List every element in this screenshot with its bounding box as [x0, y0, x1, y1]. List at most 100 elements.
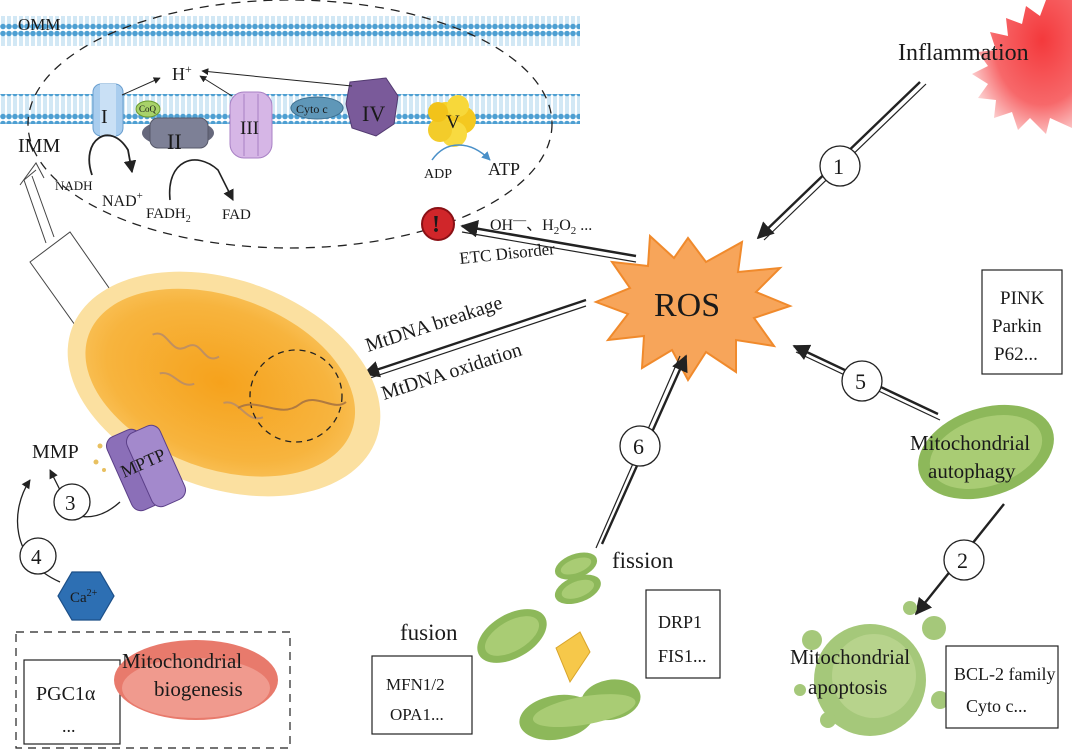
cyto-c-blob [290, 96, 344, 120]
fadh-arrow [168, 159, 234, 202]
arrow-ros-to-etc [460, 220, 637, 263]
arrow-complex4-proton [201, 68, 353, 87]
imm-label: IMM [18, 135, 60, 157]
coq-blob [135, 100, 161, 118]
pink-box [981, 269, 1063, 375]
autophagy-mito [918, 404, 1054, 500]
nadh-label: NADH [55, 178, 93, 193]
step-5-label: 5 [855, 369, 866, 394]
step-2-circle [943, 539, 985, 581]
apoptosis-title-1: Mitochondrial [790, 645, 910, 669]
apoptosis-title-2: apoptosis [808, 675, 887, 699]
omm-label: OMM [18, 15, 61, 34]
ros-species-label: OH—、H2O2 ... [490, 212, 592, 237]
mmp-dot-3 [102, 468, 106, 472]
arrow-calcium-mmp [16, 479, 61, 583]
calcium-hexagon [57, 571, 115, 621]
complex-5-label: V [446, 112, 460, 133]
bcl2-line1: BCL-2 family [954, 664, 1056, 684]
complex-5 [428, 95, 476, 147]
arrow-complex1-proton [121, 77, 161, 96]
step-4-label: 4 [31, 545, 42, 569]
complex-2-label: II [167, 129, 182, 154]
pink-line3: P62... [994, 344, 1038, 365]
atp-label: ATP [488, 159, 520, 179]
step-3-circle [53, 483, 91, 521]
etc-disorder-label: ETC Disorder [458, 239, 556, 268]
fusion-label: fusion [400, 620, 458, 645]
fusion-mito-2 [519, 679, 641, 741]
pgc1a-line2: ... [62, 716, 76, 736]
arrow-complex3-proton [199, 75, 233, 97]
complex-4 [345, 77, 399, 137]
autophagy-title-1: Mitochondrial [910, 431, 1030, 455]
zoom-ellipse [27, 0, 553, 249]
step-3-label: 3 [65, 491, 76, 515]
warning-icon [421, 207, 455, 241]
step-5-circle [841, 360, 883, 402]
inflammation-burst [972, 0, 1072, 134]
mtdna-strand [237, 399, 347, 411]
fission-label: fission [612, 548, 674, 573]
fusion-mito-1 [477, 609, 547, 663]
mmp-label: MMP [32, 441, 79, 463]
proton-label: H+ [172, 62, 192, 84]
adp-atp-arrow [431, 144, 491, 161]
biogenesis-title-2: biogenesis [154, 677, 243, 701]
drp1-line2: FIS1... [658, 646, 707, 666]
pink-line2: Parkin [992, 316, 1042, 337]
mtdna-breakage-label: MtDNA breakage [363, 292, 506, 357]
calcium-label: Ca2+ [70, 588, 98, 606]
mfn-line1: MFN1/2 [386, 675, 445, 694]
ros-label: ROS [654, 287, 720, 324]
fission-mito-1 [554, 552, 598, 580]
bcl2-line2: Cyto c... [966, 696, 1027, 716]
outer-mitochondrial-membrane [0, 16, 580, 46]
inflammation-label: Inflammation [898, 40, 1029, 66]
step-6-circle [619, 425, 661, 467]
step-1-circle [819, 145, 861, 187]
bcl2-box [945, 645, 1059, 729]
coq-label: CoQ [139, 104, 157, 114]
apoptosis-mito [794, 601, 949, 736]
mptp-channel [105, 424, 187, 512]
step-2-label: 2 [957, 548, 968, 573]
mfn-line2: OPA1... [390, 705, 444, 724]
biogenesis-title-1: Mitochondrial [122, 649, 242, 673]
adp-label: ADP [424, 167, 452, 182]
cyto-c-label: Cyto c [296, 102, 328, 116]
biogenesis-panel [15, 631, 291, 749]
complex-3-label: III [240, 118, 259, 139]
step-6-label: 6 [633, 434, 644, 459]
mitochondrion [67, 271, 381, 497]
mtdna-zoom-circle [249, 349, 343, 443]
complex-1-label: I [101, 106, 108, 128]
step-4-circle [19, 537, 57, 575]
mfn-box [371, 655, 473, 735]
warning-glyph: ! [432, 212, 440, 238]
mtdna-oxidation-label: MtDNA oxidation [379, 339, 525, 405]
step-1-label: 1 [833, 154, 844, 179]
complex-4-label: IV [362, 101, 385, 126]
fad-label: FAD [222, 207, 251, 223]
mmp-dot-2 [93, 459, 99, 465]
nadh-arrow [88, 134, 137, 176]
drp1-line1: DRP1 [658, 612, 702, 632]
pink-line1: PINK [1000, 288, 1045, 309]
fusion-arrow [555, 631, 591, 684]
pgc1a-line1: PGC1α [36, 683, 96, 705]
biogenesis-mito-inner [122, 658, 270, 718]
complex-2 [142, 117, 214, 149]
complex-1 [92, 83, 124, 137]
ros-star [593, 233, 793, 382]
complex-3 [229, 91, 273, 159]
fission-mito-2 [554, 574, 601, 605]
drp1-box [645, 589, 721, 679]
nad-label: NAD+ [102, 190, 143, 210]
mmp-dot-1 [97, 443, 103, 449]
fadh-label: FADH2 [146, 206, 191, 225]
inner-mitochondrial-membrane [0, 94, 580, 124]
arrow-ros-mitochondrion [362, 298, 587, 381]
